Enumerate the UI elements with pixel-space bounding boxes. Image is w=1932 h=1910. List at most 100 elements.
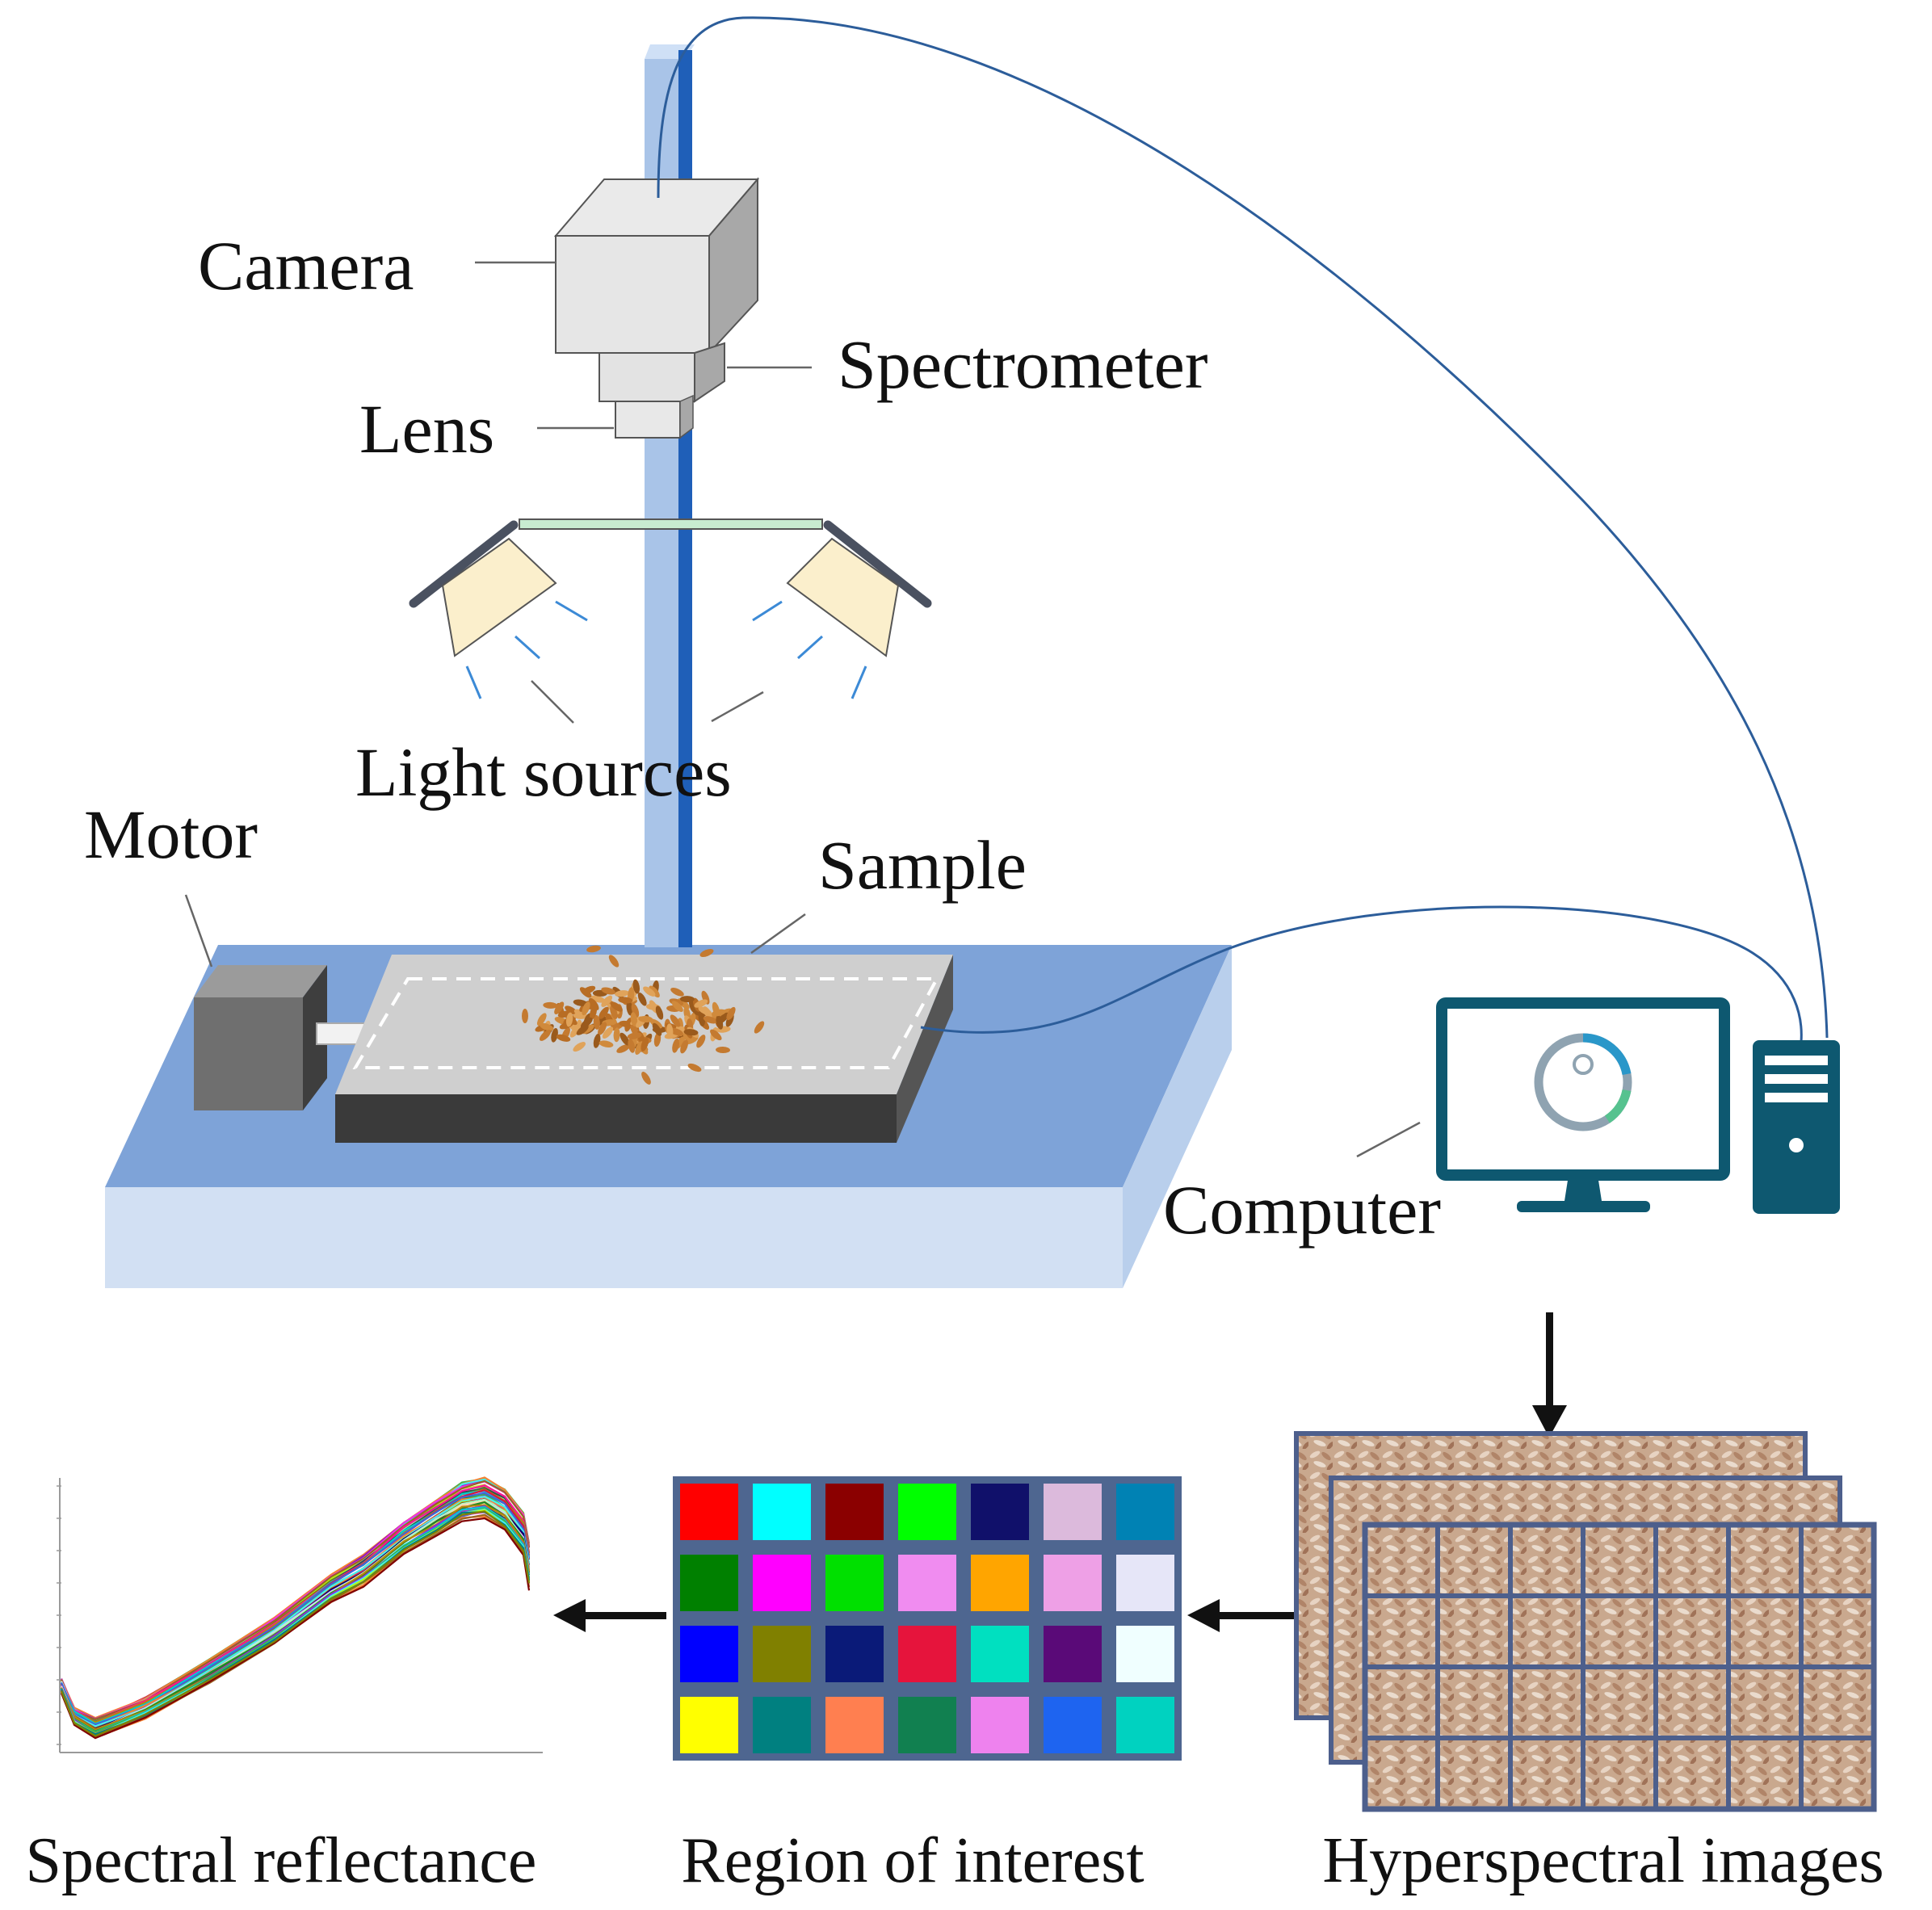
rice-seed xyxy=(580,1018,593,1029)
rice-seed xyxy=(670,1014,681,1027)
rice-seed xyxy=(543,1001,558,1009)
roi-cell xyxy=(680,1484,738,1540)
camera xyxy=(553,177,760,355)
roi-cell xyxy=(1044,1484,1102,1540)
setup-labels: Camera Spectrometer Lens Light sources M… xyxy=(84,227,1441,1249)
rice-seed xyxy=(586,945,601,953)
rice-seed xyxy=(643,986,656,997)
rice-seed xyxy=(703,1016,718,1024)
rice-seed xyxy=(602,1026,614,1039)
table-front xyxy=(105,1187,1123,1288)
caption-hyperspectral-images: Hyperspectral images xyxy=(1322,1825,1884,1896)
rice-seed xyxy=(588,997,599,1010)
roi-cell xyxy=(971,1697,1029,1753)
rice-seed xyxy=(556,1034,571,1042)
rice-seed xyxy=(576,1025,589,1035)
rice-seed xyxy=(711,1009,726,1017)
rice-seed xyxy=(598,1006,609,1019)
hyper-layer-front xyxy=(1362,1522,1877,1812)
left-arrow-1-head xyxy=(1187,1599,1220,1632)
region-of-interest xyxy=(673,1476,1182,1761)
lens xyxy=(615,394,694,439)
spectral-curve xyxy=(60,1495,531,1727)
label-camera: Camera xyxy=(198,227,414,304)
rice-seed xyxy=(582,985,596,994)
rice-seed xyxy=(608,955,620,968)
right-lamp xyxy=(786,537,900,657)
rice-seed xyxy=(655,1005,664,1020)
rice-seed xyxy=(573,1042,586,1052)
rice-seed xyxy=(630,1012,638,1027)
pc-tower xyxy=(1753,1040,1840,1214)
rice-seed xyxy=(641,1072,651,1085)
rice-seed xyxy=(696,1035,706,1048)
rice-seed xyxy=(716,1046,730,1054)
rice-seed xyxy=(536,1013,547,1026)
rice-seed xyxy=(628,1039,636,1053)
rice-seed xyxy=(598,1040,614,1047)
rice-seed xyxy=(593,1014,600,1030)
rice-seed xyxy=(540,1022,554,1031)
roi-cell xyxy=(680,1626,738,1682)
rice-seed xyxy=(627,1032,642,1039)
caption-region-of-interest: Region of interest xyxy=(681,1825,1144,1896)
rice-seed xyxy=(569,1025,581,1038)
camera-cable xyxy=(657,16,1829,1039)
leader-lines xyxy=(184,261,1421,1158)
rice-seed xyxy=(539,1030,552,1041)
roi-cell xyxy=(825,1484,884,1540)
rice-seed xyxy=(699,948,714,958)
roi-cell xyxy=(1116,1555,1174,1611)
roi-cell xyxy=(1116,1697,1174,1753)
roi-cell xyxy=(680,1555,738,1611)
rice-seed xyxy=(672,1038,679,1053)
rice-seed xyxy=(619,1020,634,1028)
rice-seed xyxy=(680,1039,689,1054)
down-arrow-head xyxy=(1532,1405,1567,1438)
roi-cell xyxy=(898,1626,956,1682)
rice-seed xyxy=(670,987,684,997)
rice-seed xyxy=(637,993,647,1006)
computer xyxy=(1436,997,1840,1214)
sample-tray xyxy=(335,945,953,1143)
rice-seed xyxy=(652,1022,662,1036)
rice-seed xyxy=(610,1001,623,1012)
rice-seed xyxy=(551,1027,558,1043)
roi-cell xyxy=(971,1484,1029,1540)
light-bar xyxy=(519,518,823,530)
rice-seed xyxy=(679,996,695,1003)
rice-seed xyxy=(632,979,640,994)
label-sample: Sample xyxy=(818,826,1027,904)
rice-seed xyxy=(710,1029,722,1041)
roi-cell xyxy=(898,1484,956,1540)
rice-seed xyxy=(626,1001,633,1016)
rice-seed xyxy=(694,999,708,1008)
roi-cell xyxy=(971,1626,1029,1682)
down-arrow-shaft xyxy=(1546,1312,1553,1409)
spectral-curve xyxy=(60,1492,531,1726)
roi-cell xyxy=(898,1697,956,1753)
rice-seed xyxy=(565,1012,573,1027)
roi-cell xyxy=(753,1697,811,1753)
light-sources xyxy=(409,518,932,699)
rice-seed xyxy=(554,1001,565,1014)
captions: Spectral reflectance Region of interest … xyxy=(26,1825,1884,1896)
label-computer: Computer xyxy=(1163,1171,1441,1249)
rice-seed xyxy=(613,1027,620,1043)
cables xyxy=(657,16,1829,1043)
roi-cell xyxy=(825,1626,884,1682)
left-arrow-2-shaft xyxy=(582,1612,666,1619)
spectral-curve xyxy=(60,1480,531,1721)
rice-seed xyxy=(582,1001,590,1016)
rice-seed xyxy=(698,1006,712,1016)
rice-seed xyxy=(671,1001,683,1012)
table-side xyxy=(1123,945,1232,1288)
roi-cell xyxy=(1044,1697,1102,1753)
spectral-curve xyxy=(60,1510,531,1737)
rice-seed xyxy=(601,987,615,995)
rice-seed xyxy=(666,1023,674,1039)
rice-seed xyxy=(638,1015,653,1023)
roi-cell xyxy=(1116,1484,1174,1540)
roi-cell xyxy=(680,1697,738,1753)
rice-seed xyxy=(685,1035,699,1045)
